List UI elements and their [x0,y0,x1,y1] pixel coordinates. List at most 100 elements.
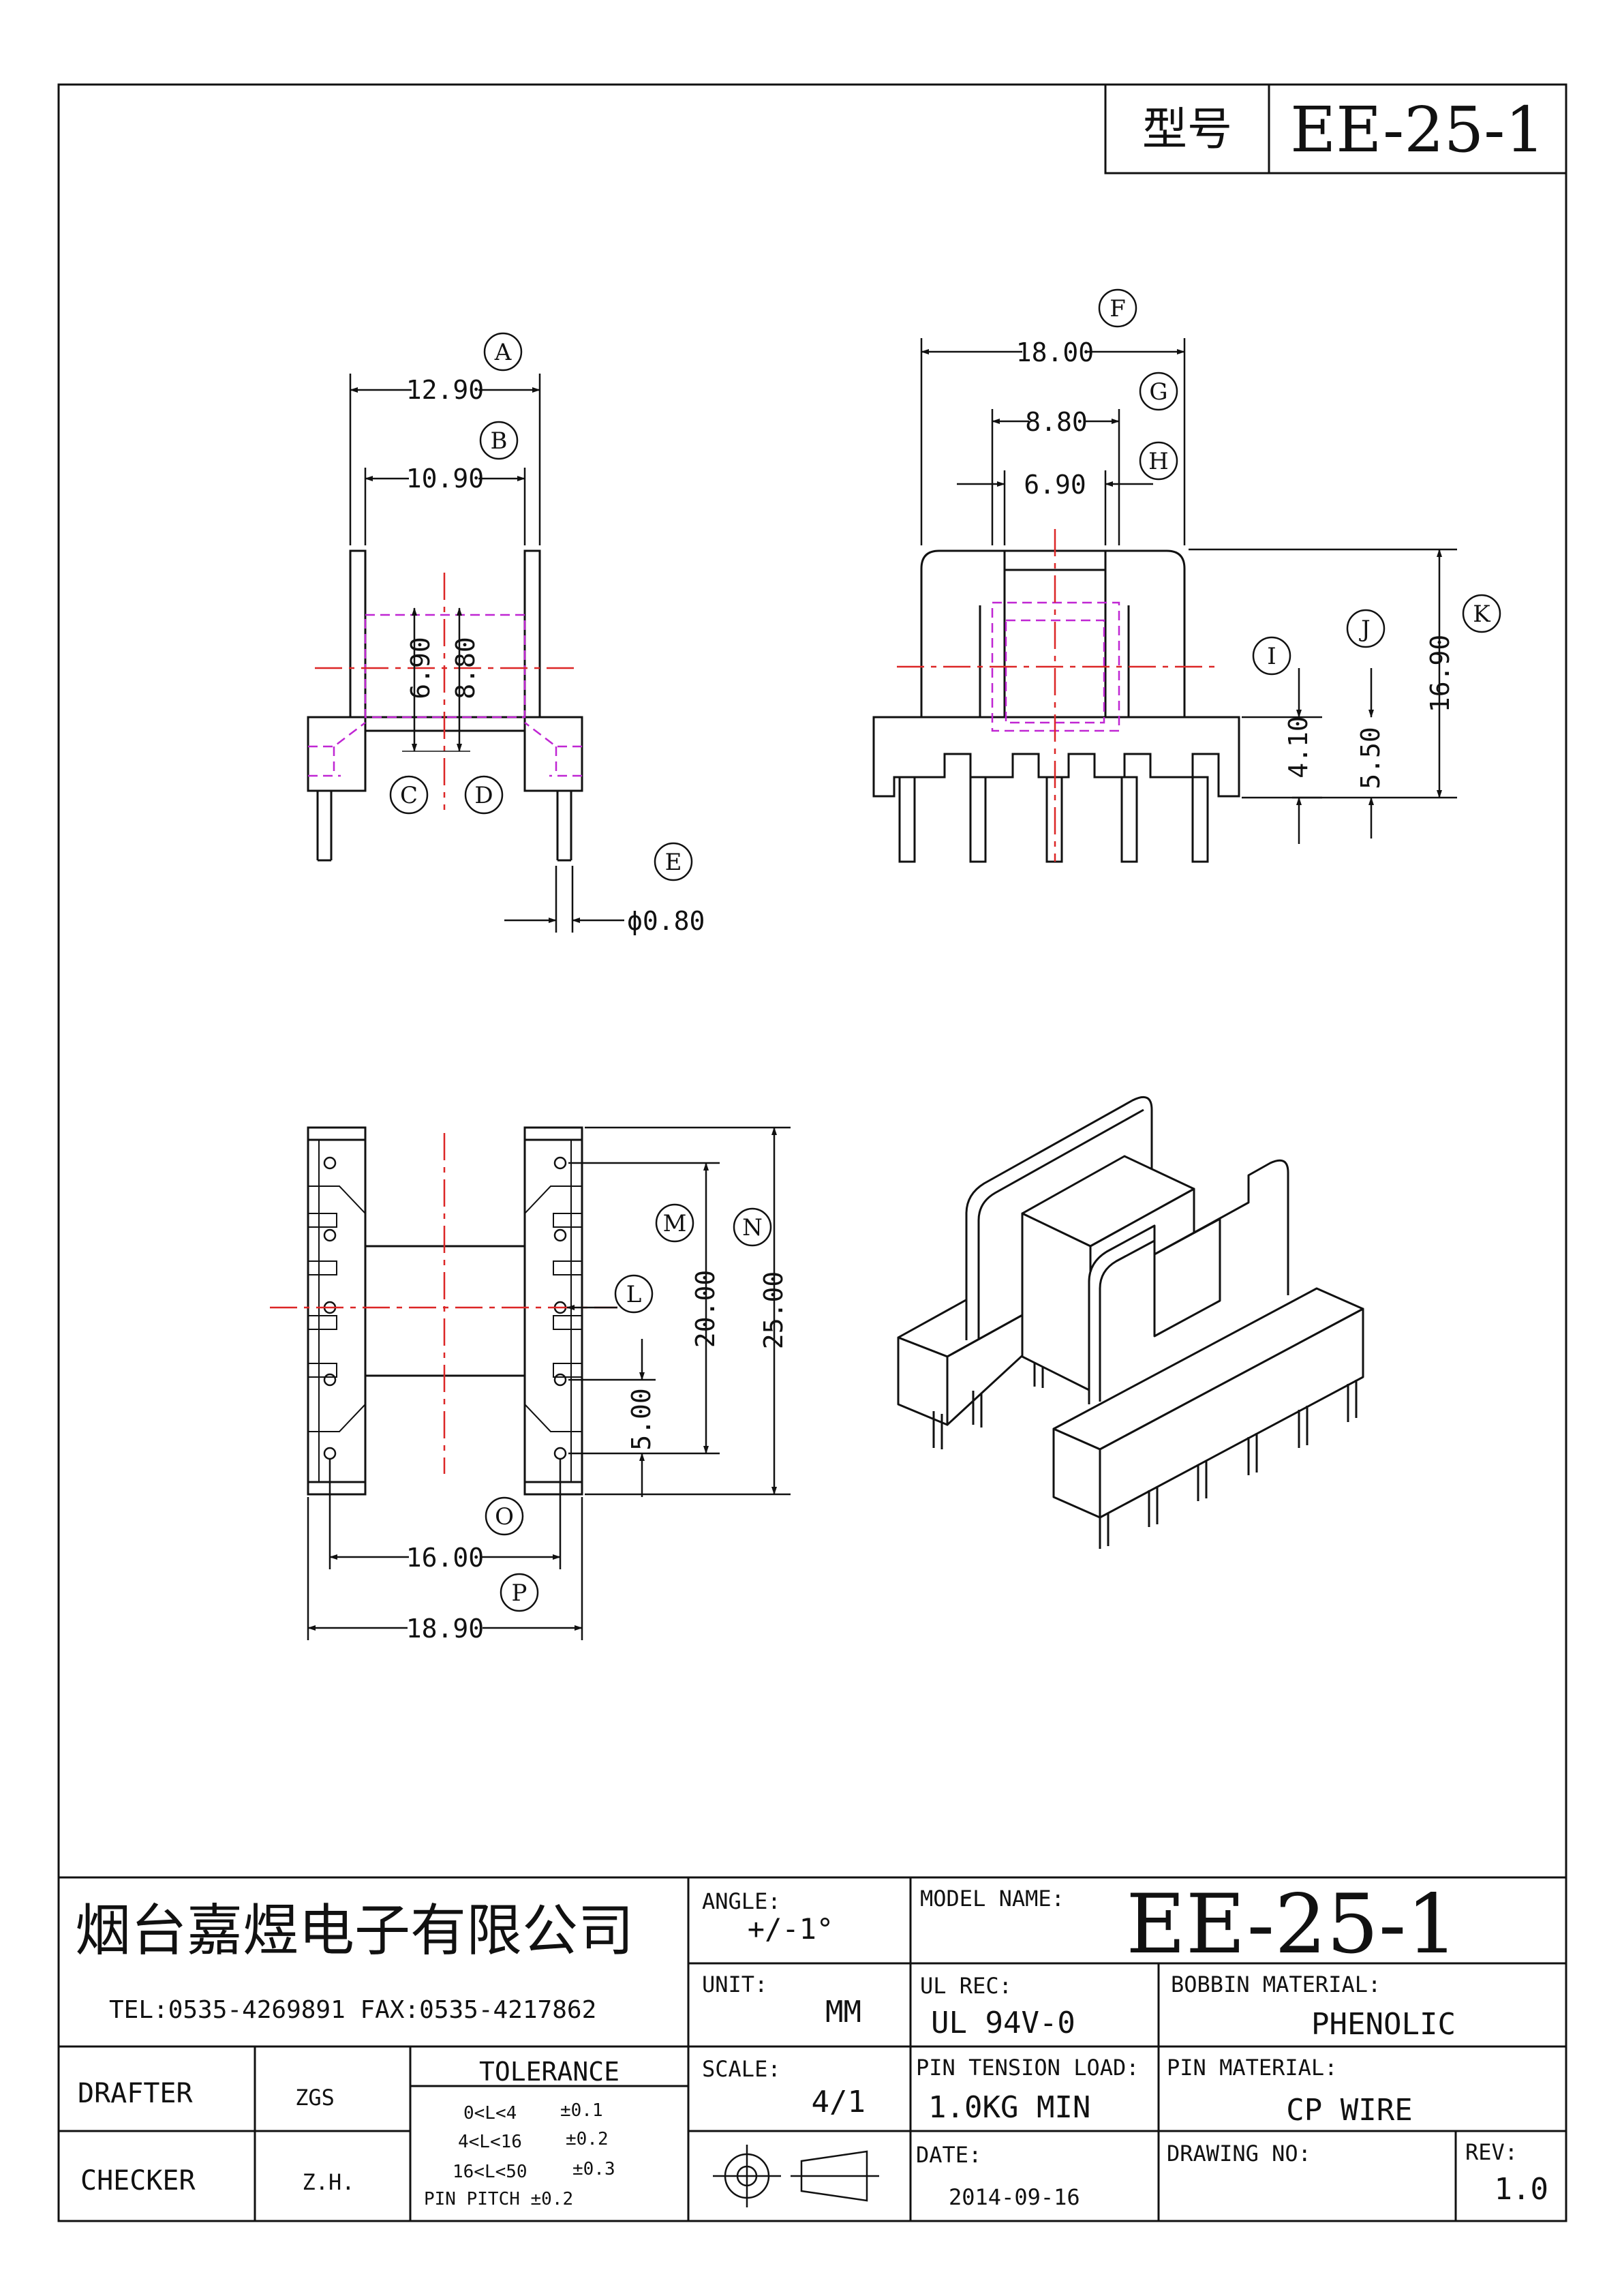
title-block-grid [59,1876,1566,2221]
callout-i-circle [1252,636,1291,676]
callout-h-circle [1139,441,1178,481]
model-name-value: EE-25-1 [1126,1877,1458,1972]
dim-g-text: 8.80 [1025,407,1088,437]
dim-f-text: 18.00 [1016,337,1094,367]
drafter-label: DRAFTER [78,2078,193,2109]
tol1-range: 0<L<4 [463,2103,517,2124]
drawing-no-label: DRAWING NO: [1167,2141,1311,2166]
callout-k-circle [1462,594,1501,633]
tol4: PIN PITCH ±0.2 [424,2189,573,2209]
angle-label: ANGLE: [702,1888,781,1914]
callout-m: M [663,1210,687,1237]
pin-tension-label: PIN TENSION LOAD: [916,2055,1139,2081]
pin-tension-value: 1.0KG MIN [928,2090,1090,2125]
projection-symbol-icon [713,2145,879,2207]
bobbin-label: BOBBIN MATERIAL: [1171,1972,1381,1997]
callout-l-circle [614,1274,654,1314]
tol3-range: 16<L<50 [453,2162,527,2182]
callout-d: D [474,782,493,809]
title-block-text: 烟台嘉煜电子有限公司 TEL:0535-4269891 FAX:0535-421… [75,1877,1548,2210]
view-bottom-labels: 20.00 25.00 5.00 16.00 18.90 L M N O P [406,1203,789,1644]
callout-e: E [665,849,682,876]
callout-o-circle [485,1496,524,1536]
company-name: 烟台嘉煜电子有限公司 [75,1899,634,1963]
callout-d-circle [464,775,504,815]
tol2-range: 4<L<16 [458,2132,522,2152]
callout-b-circle [479,421,519,460]
dim-h-text: 6.90 [1024,470,1086,500]
rev-label: REV: [1465,2139,1518,2165]
callout-j-circle [1346,609,1386,648]
dim-b-text: 10.90 [406,464,484,494]
view-front-labels: 12.90 10.90 6.90 8.80 ϕ0.80 A B C D E [389,332,705,936]
callout-g-circle [1139,372,1178,411]
callout-i: I [1267,643,1276,670]
dim-i-text: 4.10 [1283,716,1313,779]
callout-a-circle [483,332,523,372]
tolerance-label: TOLERANCE [479,2057,619,2087]
drafter-value: ZGS [295,2085,335,2111]
callout-p: P [512,1580,527,1607]
callout-g: G [1149,378,1167,406]
callout-b: B [491,427,508,455]
callout-m-circle [655,1203,694,1243]
dim-o-text: 16.00 [406,1543,484,1573]
date-value: 2014-09-16 [949,2184,1080,2210]
callout-k: K [1473,601,1490,628]
callout-j: J [1359,616,1371,643]
view-front-dimensions [349,374,624,933]
callout-c-circle [389,775,429,815]
dim-a-text: 12.90 [406,375,484,405]
callout-o: O [495,1503,514,1530]
callout-n-circle [733,1207,772,1247]
dim-c-text: 6.90 [406,637,435,699]
checker-value: Z.H. [302,2169,354,2195]
callout-c: C [400,782,418,809]
model-box: 型号 EE-25-1 [1104,83,1567,175]
callout-a: A [494,339,512,366]
callout-e-circle [654,842,693,881]
dim-5-text: 5.00 [626,1388,656,1451]
view-bottom-dimensions [307,1126,791,1640]
view-bottom [270,1126,617,1496]
tol3-value: ±0.3 [572,2159,615,2179]
rev-value: 1.0 [1495,2172,1548,2207]
outer-frame [57,83,1567,2222]
callout-f: F [1110,295,1126,322]
callout-l: L [626,1281,642,1308]
model-box-value: EE-25-1 [1290,93,1545,166]
view-front [307,549,583,862]
tol2-value: ±0.2 [566,2129,609,2149]
unit-label: UNIT: [702,1972,767,1997]
callout-f-circle [1098,288,1137,328]
date-label: DATE: [916,2142,981,2168]
model-box-label: 型号 [1142,103,1232,155]
view-isometric [897,1096,1364,1549]
dim-m-text: 20.00 [690,1270,720,1348]
ul-label: UL REC: [920,1973,1012,1999]
dim-e-text: ϕ0.80 [627,906,705,936]
view-side-dimensions [920,338,1457,844]
ul-value: UL 94V-0 [931,2006,1075,2040]
model-name-label: MODEL NAME: [920,1886,1065,1912]
dim-j-text: 5.50 [1356,727,1386,789]
callout-h: H [1148,448,1169,475]
tol1-value: ±0.1 [560,2100,603,2121]
dim-d-text: 8.80 [450,637,480,699]
dim-p-text: 18.90 [406,1614,484,1644]
angle-value: +/-1° [748,1912,833,1946]
dim-n-text: 25.00 [759,1271,789,1349]
pin-material-value: CP WIRE [1286,2093,1412,2128]
scale-label: SCALE: [702,2056,781,2082]
unit-value: MM [825,1995,861,2029]
view-side [872,529,1240,863]
company-contact: TEL:0535-4269891 FAX:0535-4217862 [109,1996,596,2024]
checker-label: CHECKER [80,2165,196,2196]
dim-k-text: 16.90 [1425,635,1455,712]
callout-p-circle [500,1573,539,1612]
view-side-labels: 18.00 8.80 6.90 4.10 5.50 16.90 F G H I … [1016,288,1501,789]
bobbin-value: PHENOLIC [1311,2007,1456,2042]
scale-value: 4/1 [812,2085,866,2119]
callout-n: N [742,1214,763,1241]
